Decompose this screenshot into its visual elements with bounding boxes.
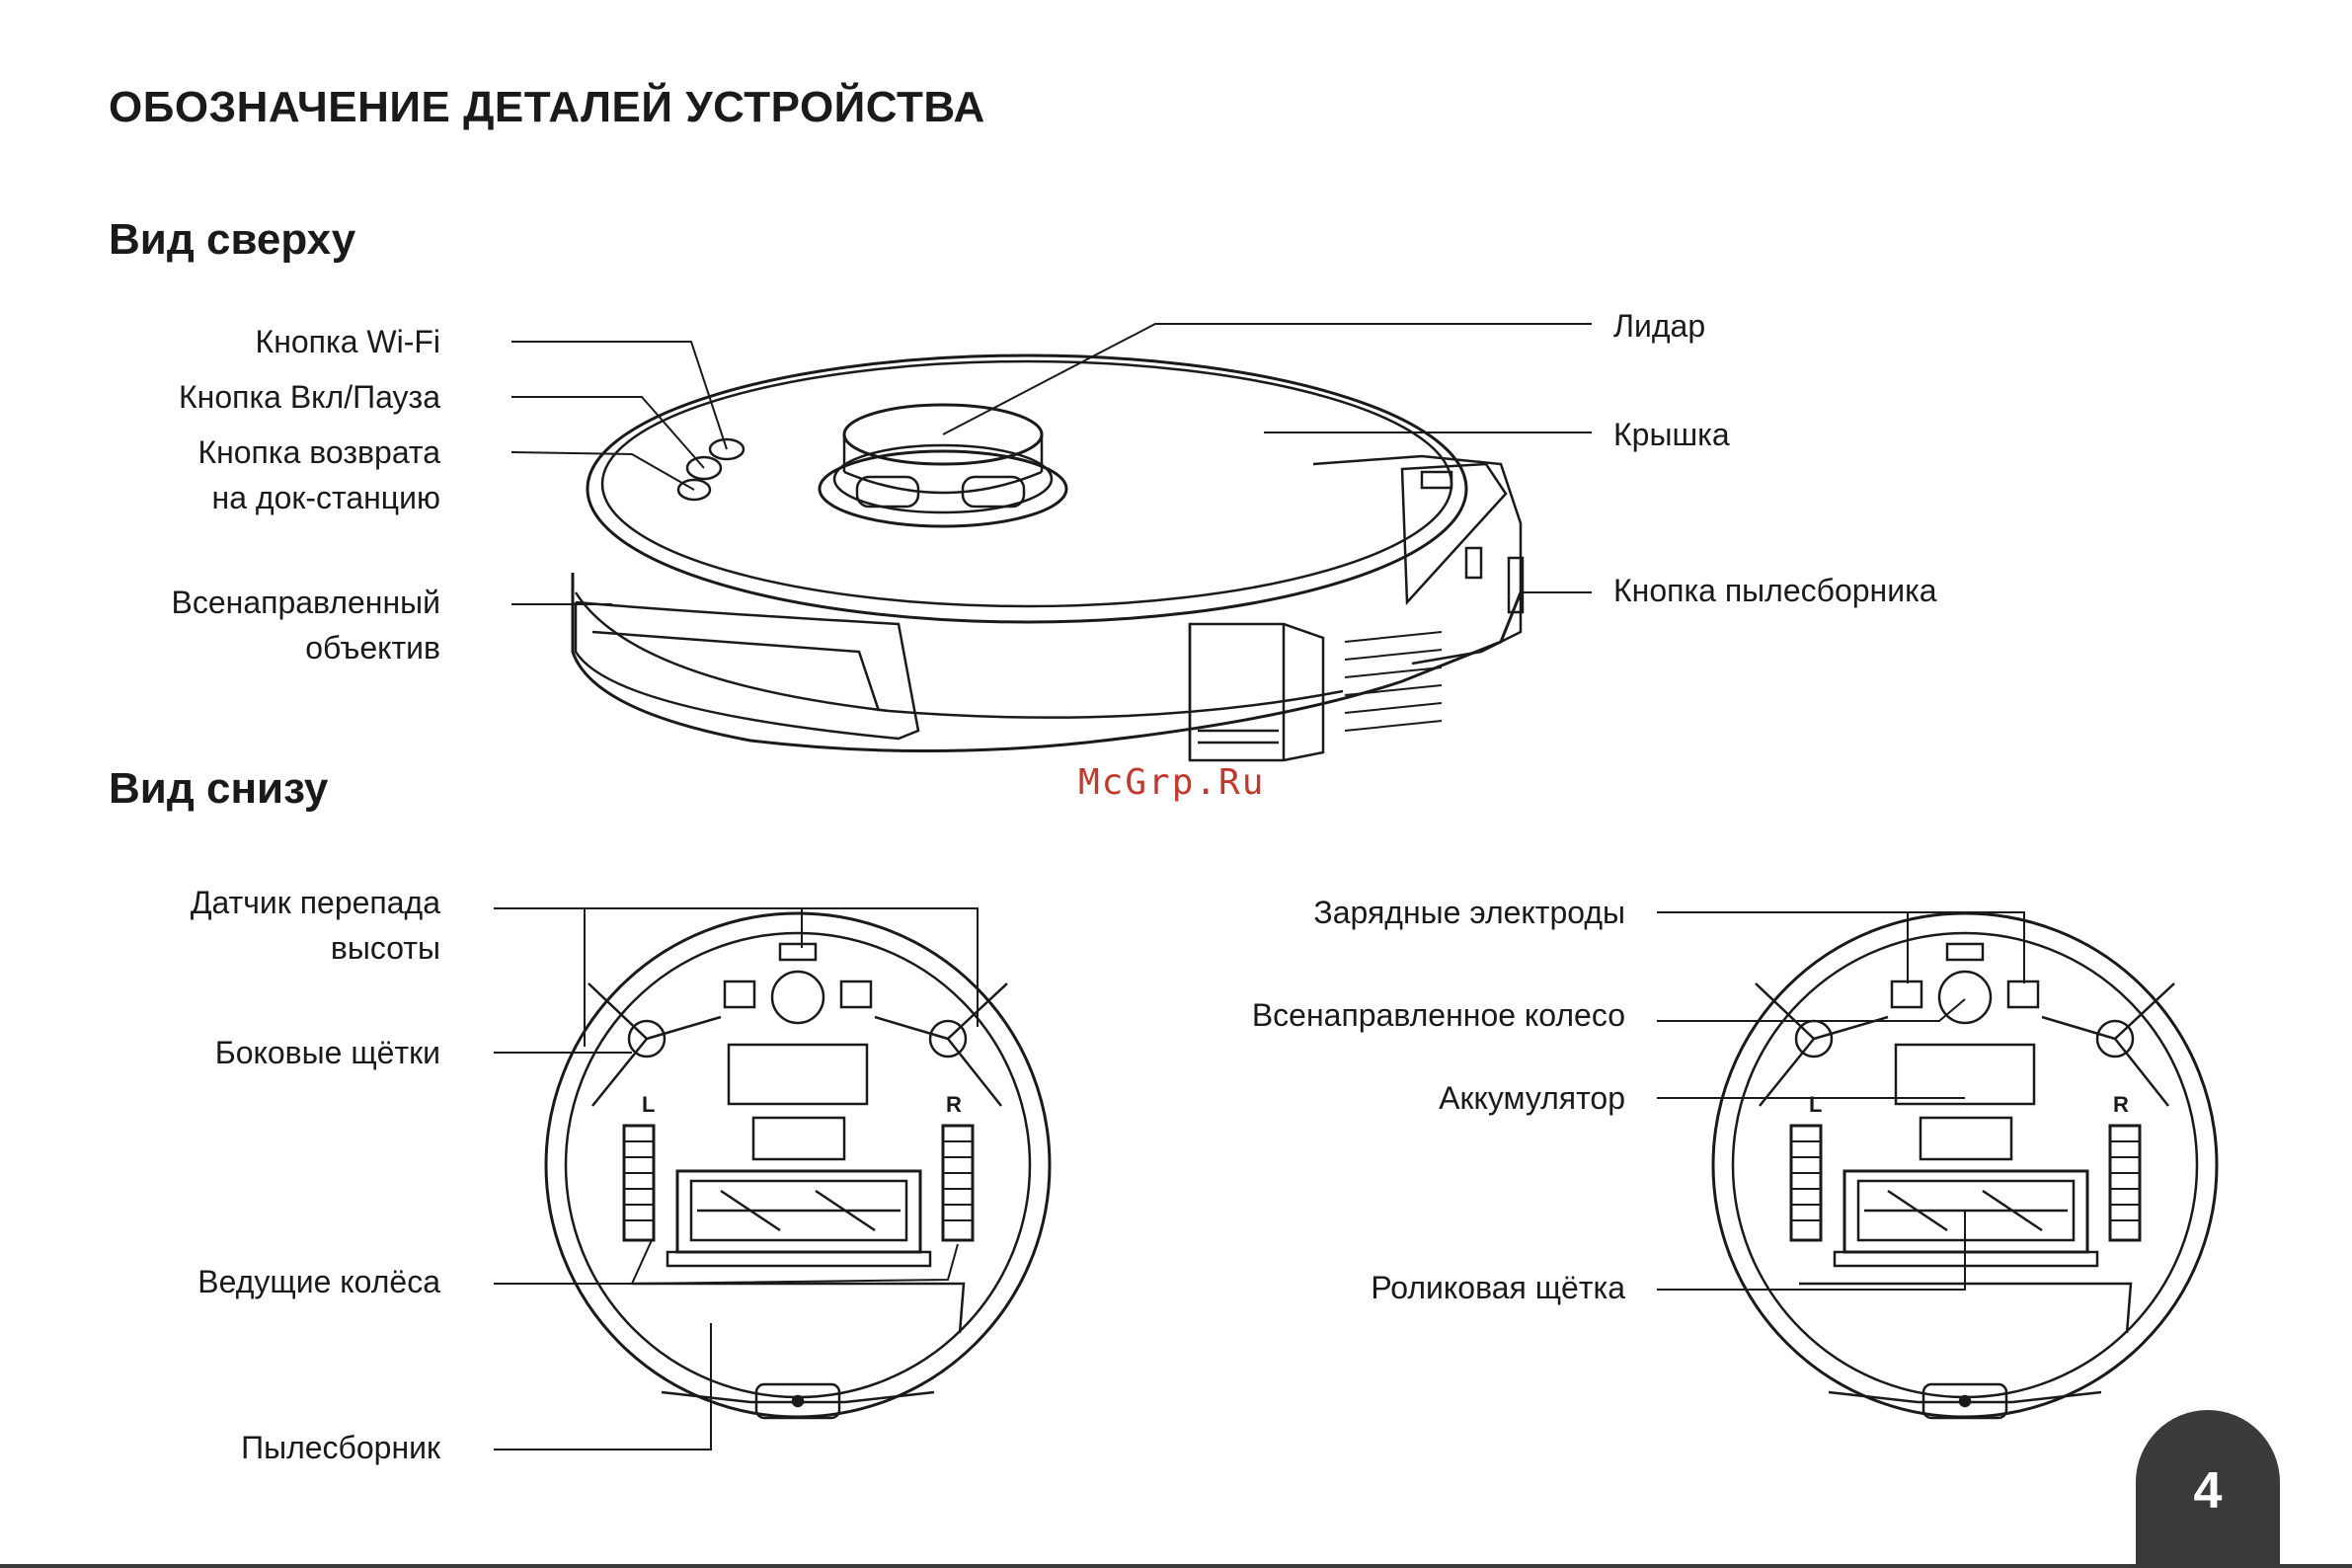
label-roller-brush: Роликовая щётка [1371, 1270, 1625, 1305]
label-dock-button-line2: на док-станцию [211, 480, 440, 515]
label-wifi-button: Кнопка Wi-Fi [255, 324, 440, 359]
top-view-leader-lines [510, 323, 1592, 605]
label-dock-button-line1: Кнопка возврата [197, 434, 440, 470]
label-dustbin: Пылесборник [241, 1430, 440, 1465]
page-title: ОБОЗНАЧЕНИЕ ДЕТАЛЕЙ УСТРОЙСТВА [109, 83, 985, 131]
top-view-heading: Вид сверху [109, 215, 356, 264]
label-lens-line1: Всенаправленный [171, 585, 440, 620]
label-cover: Крышка [1613, 417, 1730, 452]
page-number: 4 [2193, 1462, 2223, 1520]
label-power-button: Кнопка Вкл/Пауза [179, 379, 440, 415]
label-battery: Аккумулятор [1439, 1080, 1625, 1116]
label-cliff-sensor-line1: Датчик перепада [190, 885, 440, 920]
watermark: McGrp.Ru [1078, 762, 1266, 803]
label-lidar: Лидар [1613, 308, 1706, 344]
bottom-right-leader-lines [1657, 911, 2025, 1291]
robot-bottom-view-left-drawing: L R [544, 911, 1052, 1420]
page-number-badge: 4 [2136, 1410, 2280, 1568]
label-drive-wheels: Ведущие колёса [197, 1264, 440, 1299]
svg-text:L: L [642, 1092, 655, 1117]
robot-top-view-drawing [571, 353, 1525, 762]
label-cliff-sensor-line2: высоты [330, 930, 440, 966]
label-lens-line2: объектив [305, 630, 440, 666]
bottom-left-leader-lines [494, 907, 979, 1450]
label-charging-electrodes: Зарядные электроды [1313, 895, 1625, 930]
label-bin-button: Кнопка пылесборника [1613, 573, 1937, 608]
label-omni-wheel: Всенаправленное колесо [1251, 997, 1625, 1033]
svg-text:R: R [2113, 1092, 2129, 1117]
robot-bottom-view-right-drawing: L R [1711, 911, 2219, 1420]
label-side-brushes: Боковые щётки [214, 1035, 440, 1070]
svg-text:L: L [1809, 1092, 1822, 1117]
bottom-view-heading: Вид снизу [109, 764, 329, 813]
bottom-rule [0, 1564, 2352, 1568]
svg-text:R: R [946, 1092, 962, 1117]
